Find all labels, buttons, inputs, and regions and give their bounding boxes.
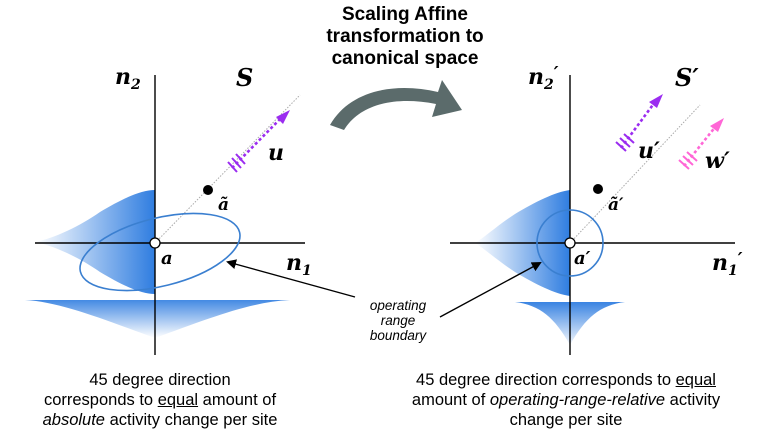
transform-arrow bbox=[330, 80, 462, 130]
right-vector-u bbox=[615, 94, 663, 152]
left-origin bbox=[149, 237, 161, 249]
right-panel: n2′ S′ n1′ a′ ã′ u′ w′ bbox=[450, 63, 743, 355]
left-origin-label: a bbox=[161, 248, 173, 269]
right-vector-w bbox=[678, 118, 724, 170]
right-origin bbox=[564, 237, 576, 249]
title-line-1: Scaling Affine bbox=[342, 4, 468, 25]
left-caption-line-1: 45 degree direction bbox=[89, 371, 231, 389]
right-caption: 45 degree direction corresponds to equal… bbox=[380, 370, 752, 430]
left-caption: 45 degree direction corresponds to equal… bbox=[30, 370, 290, 430]
title-line-2: transformation to bbox=[326, 26, 484, 47]
operating-range-annotation: operating range boundary bbox=[226, 259, 542, 343]
title-line-3: canonical space bbox=[331, 48, 479, 69]
right-axis-x-label: n1′ bbox=[712, 249, 743, 279]
annotation-line-2: range bbox=[381, 313, 416, 328]
left-vector-u bbox=[227, 110, 290, 173]
right-caption-line-3: change per site bbox=[509, 411, 623, 429]
right-point-label: ã′ bbox=[608, 195, 624, 215]
annotation-line-3: boundary bbox=[370, 328, 428, 343]
transform-title: Scaling Affine transformation to canonic… bbox=[300, 4, 510, 70]
left-point-label: ã bbox=[218, 195, 229, 215]
right-space-label: S′ bbox=[675, 63, 699, 92]
left-caption-line-3: absolute activity change per site bbox=[42, 411, 278, 429]
right-axis-y-label: n2′ bbox=[528, 63, 559, 93]
right-range-circle bbox=[536, 209, 604, 277]
left-x-gaussian bbox=[25, 300, 290, 338]
left-panel: n2 S n1 a ã u bbox=[25, 63, 312, 355]
left-point-atilde bbox=[203, 185, 213, 195]
left-range-ellipse bbox=[79, 212, 241, 292]
left-caption-line-2: corresponds to equal amount of bbox=[43, 391, 277, 409]
right-vector-u-label: u′ bbox=[638, 138, 660, 164]
left-space-label: S bbox=[236, 63, 253, 92]
right-vector-w-label: w′ bbox=[705, 148, 730, 174]
right-origin-label: a′ bbox=[574, 248, 591, 269]
right-caption-line-2: amount of operating-range-relative activ… bbox=[411, 391, 721, 409]
left-axis-x-label: n1 bbox=[286, 250, 312, 279]
left-axis-y-label: n2 bbox=[115, 64, 141, 93]
right-diagonal bbox=[569, 104, 701, 244]
right-caption-line-1: 45 degree direction corresponds to equal bbox=[416, 371, 716, 389]
right-point-atilde bbox=[593, 184, 603, 194]
left-y-gaussian bbox=[35, 190, 155, 294]
left-vector-u-label: u bbox=[268, 140, 284, 166]
annotation-line-1: operating bbox=[370, 298, 427, 313]
